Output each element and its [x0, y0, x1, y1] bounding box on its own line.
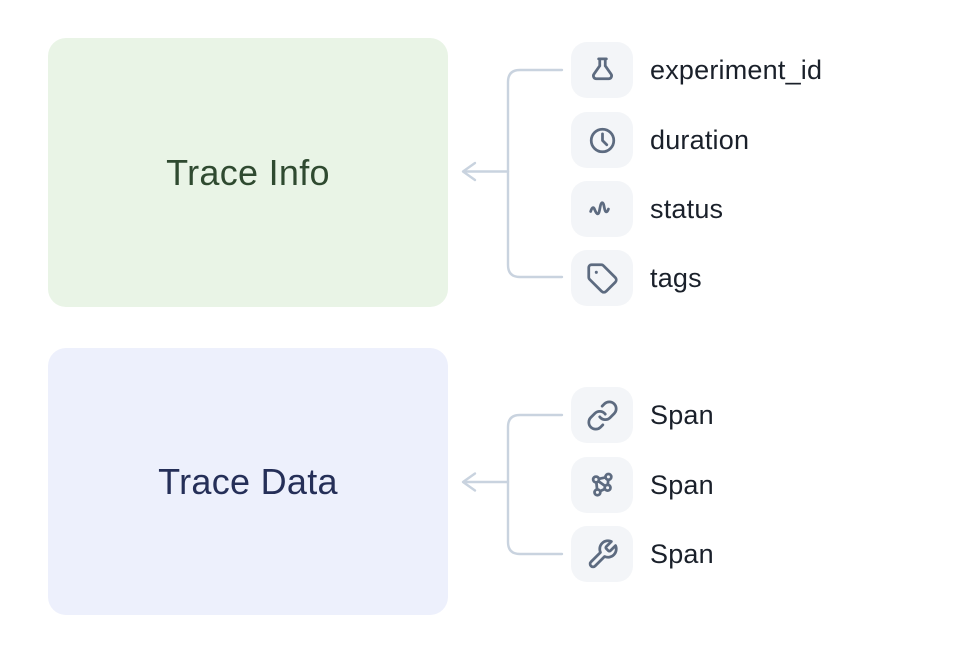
waveform-icon: [588, 200, 610, 215]
field-label: status: [650, 193, 724, 224]
icon-tile: [571, 457, 633, 513]
icon-tile: [571, 42, 633, 98]
trace-data-box: Trace Data: [48, 348, 448, 615]
field-label: tags: [650, 262, 702, 293]
tag-icon: [586, 262, 618, 294]
span-row-wrench: Span: [571, 526, 714, 582]
link-icon: [587, 400, 617, 430]
icon-tile: [571, 526, 633, 582]
field-label: experiment_id: [650, 54, 823, 85]
field-row-duration: duration: [571, 112, 749, 168]
icon-tile: [571, 112, 633, 168]
wrench-icon: [588, 538, 618, 568]
field-row-experiment-id: experiment_id: [571, 42, 822, 98]
trace-info-box: Trace Info: [48, 38, 448, 307]
trace-data-title: Trace Data: [158, 460, 338, 502]
flask-icon: [591, 56, 613, 80]
span-label: Span: [650, 399, 714, 430]
icon-tile: [571, 250, 633, 306]
field-row-tags: tags: [571, 250, 702, 306]
span-label: Span: [650, 538, 714, 569]
span-row-link: Span: [571, 387, 714, 443]
graph-icon: [591, 472, 613, 497]
clock-icon: [589, 127, 615, 153]
field-row-status: status: [571, 181, 723, 237]
span-row-graph: Span: [571, 457, 714, 513]
span-label: Span: [650, 469, 714, 500]
field-label: duration: [650, 124, 750, 155]
trace-info-title: Trace Info: [166, 151, 330, 193]
icon-tile: [571, 181, 633, 237]
icon-tile: [571, 387, 633, 443]
